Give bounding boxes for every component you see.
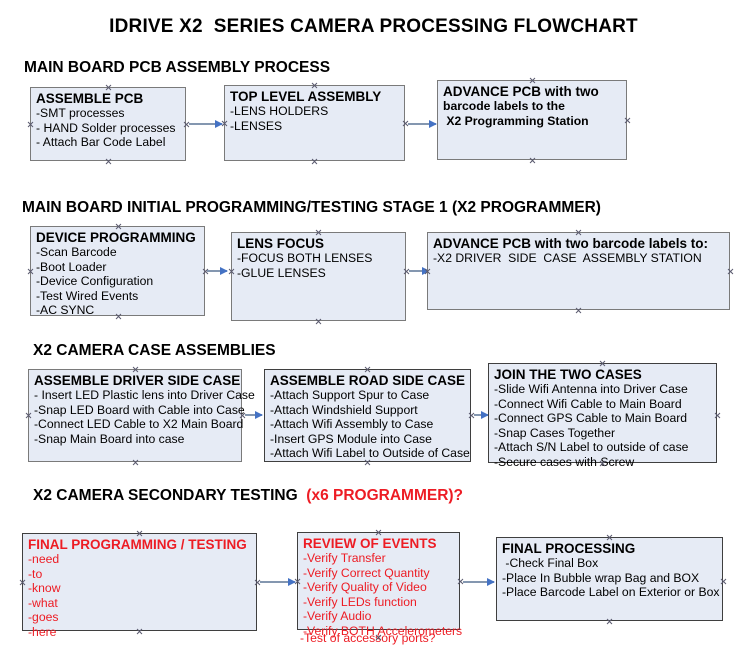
section-header-4-accent: (x6 PROGRAMMER)? <box>306 487 464 504</box>
box-line: - HAND Solder processes <box>36 120 176 135</box>
box-line: -Check Final Box <box>502 556 599 570</box>
box-title: TOP LEVEL ASSEMBLY <box>230 89 382 104</box>
box-line: -Verify LEDs function <box>303 594 417 609</box>
box-line: -Slide Wifi Antenna into Driver Case <box>494 382 688 396</box>
box-title: ASSEMBLE DRIVER SIDE CASE <box>34 373 241 388</box>
box-lens-focus[interactable]: LENS FOCUS -FOCUS BOTH LENSES -GLUE LENS… <box>231 232 406 321</box>
box-line: -Verify Audio <box>303 609 372 623</box>
box-assemble-road-side-case[interactable]: ASSEMBLE ROAD SIDE CASE -Attach Support … <box>264 369 471 462</box>
box-line: -Place In Bubble wrap Bag and BOX <box>502 570 700 585</box>
arrow-road-case-to-join-cases <box>474 411 489 419</box>
box-line: - Attach Bar Code Label <box>36 135 166 149</box>
box-line: -Secure cases with Screw <box>494 454 635 469</box>
box-device-programming[interactable]: DEVICE PROGRAMMING -Scan Barcode -Boot L… <box>30 226 205 317</box>
box-title: ADVANCE PCB with two <box>443 84 599 99</box>
box-overflow-line: -Test of accessory ports? <box>300 631 436 645</box>
box-line: -FOCUS BOTH LENSES <box>237 251 373 265</box>
box-line: - Insert LED Plastic lens into Driver Ca… <box>34 388 255 402</box>
arrow-final-prog-to-review <box>260 578 296 586</box>
box-line: -Device Configuration <box>36 274 154 288</box>
box-line: -Verify Correct Quantity <box>303 565 430 580</box>
box-line: -Attach Support Spur to Case <box>270 388 430 402</box>
arrow-top-level-to-advance <box>408 120 437 128</box>
box-line: X2 Programming Station <box>443 113 589 128</box>
box-assemble-pcb[interactable]: ASSEMBLE PCB -SMT processes - HAND Solde… <box>30 87 186 161</box>
box-line: -Verify Transfer <box>303 551 386 565</box>
box-line: -Snap Main Board into case <box>34 431 185 446</box>
box-line: -Attach Windshield Support <box>270 402 418 417</box>
box-final-processing[interactable]: FINAL PROCESSING -Check Final Box -Place… <box>496 537 723 621</box>
box-line: barcode labels to the <box>443 99 565 113</box>
box-title: LENS FOCUS <box>237 236 325 251</box>
box-line: -what <box>28 595 58 610</box>
box-title: ASSEMBLE ROAD SIDE CASE <box>270 373 466 388</box>
box-line: -Verify BOTH Accelerometers <box>303 623 463 638</box>
box-line: -to <box>28 566 43 581</box>
page-title: IDRIVE X2 SERIES CAMERA PROCESSING FLOWC… <box>109 16 638 37</box>
box-line: -Attach S/N Label to outside of case <box>494 440 689 454</box>
box-line: -Scan Barcode <box>36 245 117 259</box>
arrow-pcb-to-top-level <box>189 120 223 128</box>
arrow-lens-focus-to-advance <box>409 267 430 275</box>
box-title: JOIN THE TWO CASES <box>494 367 642 382</box>
box-line: -here <box>28 624 57 639</box>
section-header-2: MAIN BOARD INITIAL PROGRAMMING/TESTING S… <box>22 199 601 216</box>
box-line: -Snap Cases Together <box>494 425 616 440</box>
box-title: FINAL PROGRAMMING / TESTING <box>28 537 247 552</box>
arrow-driver-case-to-road-case <box>245 411 263 419</box>
box-line: -know <box>28 581 61 595</box>
box-top-level-assembly[interactable]: TOP LEVEL ASSEMBLY -LENS HOLDERS -LENSES <box>224 85 405 161</box>
box-line: -LENSES <box>230 118 283 133</box>
box-title: REVIEW OF EVENTS <box>303 536 437 551</box>
section-header-4-text: X2 CAMERA SECONDARY TESTING <box>33 487 307 504</box>
box-line: -Connect Wifi Cable to Main Board <box>494 396 682 411</box>
box-line: -Insert GPS Module into Case <box>270 431 432 446</box>
box-line: -GLUE LENSES <box>237 265 326 280</box>
box-line: -Connect GPS Cable to Main Board <box>494 411 688 425</box>
box-title: ADVANCE PCB with two barcode labels to: <box>433 236 709 251</box>
section-header-3: X2 CAMERA CASE ASSEMBLIES <box>33 342 276 359</box>
section-header-1: MAIN BOARD PCB ASSEMBLY PROCESS <box>24 59 331 76</box>
section-header-4: X2 CAMERA SECONDARY TESTING (x6 PROGRAMM… <box>33 487 463 505</box>
box-line: -AC SYNC <box>36 303 95 317</box>
box-line: -Place Barcode Label on Exterior or Box <box>502 585 720 599</box>
box-final-programming-testing[interactable]: FINAL PROGRAMMING / TESTING -need -to -k… <box>22 533 257 639</box>
box-line: -goes <box>28 610 59 624</box>
box-line: -need <box>28 552 60 566</box>
box-title: ASSEMBLE PCB <box>36 91 144 106</box>
box-line: -Snap LED Board with Cable into Case <box>34 402 245 417</box>
box-line: -Boot Loader <box>36 259 107 274</box>
box-line: -Attach Wifi Assembly to Case <box>270 417 434 431</box>
box-advance-pcb-2[interactable]: ADVANCE PCB with two barcode labels to: … <box>427 232 730 310</box>
arrow-device-to-lens-focus <box>207 267 228 275</box>
box-line: -Attach Wifi Label to Outside of Case <box>270 446 470 460</box>
box-advance-pcb-1[interactable]: ADVANCE PCB with two barcode labels to t… <box>437 80 627 160</box>
box-line: -Verify Quality of Video <box>303 580 427 594</box>
box-line: -Test Wired Events <box>36 288 139 303</box>
box-line: -LENS HOLDERS <box>230 104 329 118</box>
box-join-the-two-cases[interactable]: JOIN THE TWO CASES -Slide Wifi Antenna i… <box>488 363 717 469</box>
box-line: -X2 DRIVER SIDE CASE ASSEMBLY STATION <box>433 251 702 265</box>
box-line: -Connect LED Cable to X2 Main Board <box>34 417 244 431</box>
box-title: FINAL PROCESSING <box>502 541 636 556</box>
arrow-review-to-final-processing <box>463 578 495 586</box>
box-title: DEVICE PROGRAMMING <box>36 230 196 245</box>
box-assemble-driver-side-case[interactable]: ASSEMBLE DRIVER SIDE CASE - Insert LED P… <box>28 369 255 462</box>
box-line: -SMT processes <box>36 106 125 120</box>
box-review-of-events[interactable]: REVIEW OF EVENTS -Verify Transfer -Verif… <box>297 532 462 638</box>
